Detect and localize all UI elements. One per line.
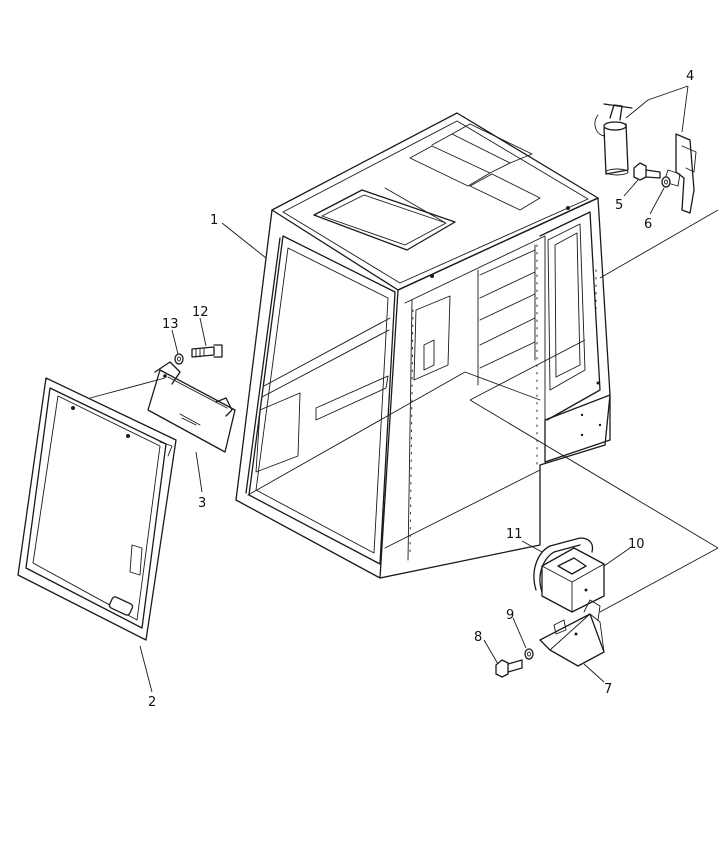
washer-6 <box>661 176 671 188</box>
tool-box-handle <box>533 537 594 593</box>
callout-4: 4 <box>686 69 694 84</box>
projection-line-rear <box>469 339 586 401</box>
callout-3: 3 <box>198 496 206 511</box>
callout-13: 13 <box>162 317 179 332</box>
callout-1: 1 <box>210 213 218 228</box>
callout-2: 2 <box>148 695 156 710</box>
sun-visor <box>147 361 236 453</box>
callout-6: 6 <box>644 217 652 232</box>
callout-9: 9 <box>506 608 514 623</box>
bolt-8 <box>495 659 523 678</box>
callout-12: 12 <box>192 305 209 320</box>
bolt-12 <box>191 344 223 358</box>
projection-line-bracket <box>599 547 719 613</box>
bolt-5 <box>633 162 661 181</box>
callout-7: 7 <box>604 682 612 697</box>
callout-10: 10 <box>628 537 645 552</box>
fire-extinguisher <box>594 103 633 176</box>
washer-9 <box>524 648 534 660</box>
extinguisher-bracket <box>663 133 697 214</box>
front-window-frame <box>17 377 177 641</box>
callout-8: 8 <box>474 630 482 645</box>
tool-box-bracket <box>539 599 605 667</box>
leader-lines <box>139 85 689 693</box>
cab-frame <box>235 112 611 579</box>
projection-line-rear-2 <box>469 399 719 549</box>
projection-line-window <box>89 377 166 399</box>
callout-5: 5 <box>615 198 623 213</box>
tool-box <box>541 547 605 613</box>
projection-line-upper <box>599 209 719 279</box>
washer-13 <box>174 353 184 365</box>
callout-11: 11 <box>506 527 523 542</box>
